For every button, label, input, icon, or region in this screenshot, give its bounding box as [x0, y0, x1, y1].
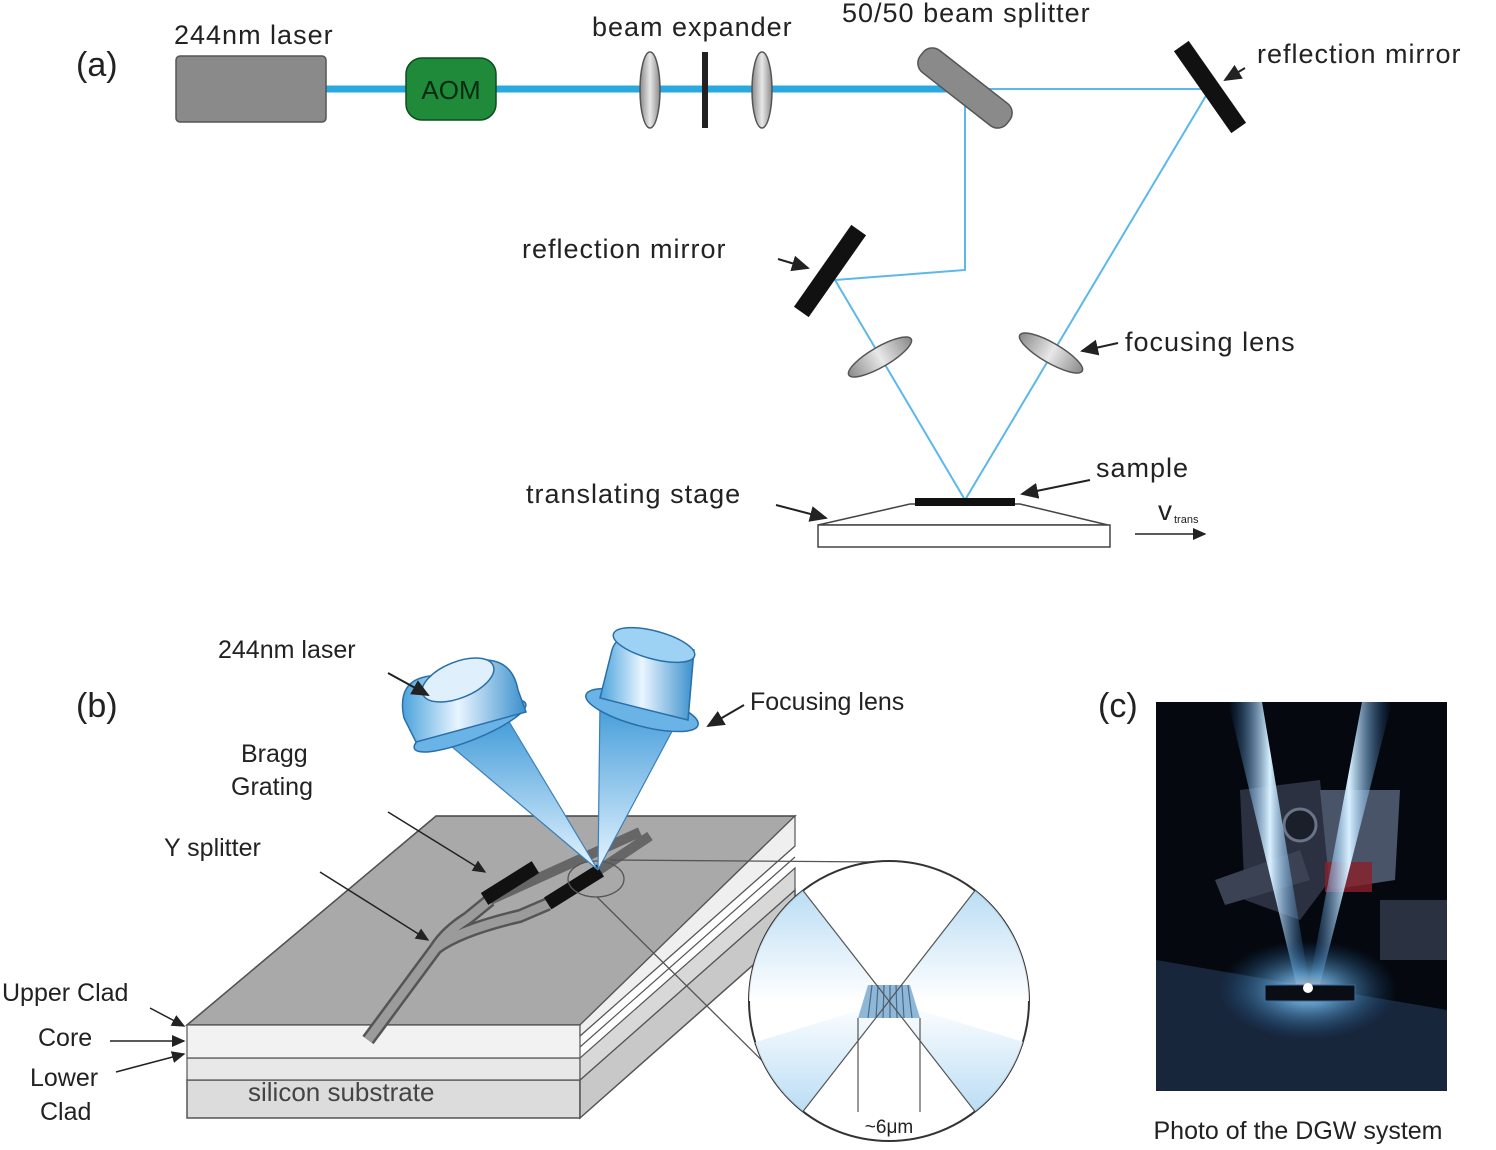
bragg-label-line1: Bragg	[241, 740, 308, 768]
panel-a-tag: (a)	[76, 46, 118, 84]
velocity-subscript: trans	[1174, 514, 1199, 526]
sample-label: sample	[1096, 453, 1189, 483]
laser-label: 244nm laser	[174, 20, 334, 50]
focusing-lens-right	[1018, 332, 1084, 374]
arrow-laser-b	[387, 672, 430, 696]
aom-box	[405, 57, 497, 121]
beam-splitter-label: 50/50 beam splitter	[842, 0, 1091, 28]
y-splitter-label: Y splitter	[164, 834, 261, 862]
upper-clad-side	[579, 814, 796, 1038]
zoom-line-top	[609, 859, 881, 863]
bragg-label-line2: Grating	[231, 773, 313, 801]
expander-lens-1	[639, 51, 661, 129]
velocity-symbol: v	[1158, 495, 1172, 526]
panel-c: (c) Photo of the DGW system	[1098, 687, 1447, 1145]
focusing-lens-left	[847, 336, 913, 378]
aom-label: AOM	[421, 75, 480, 105]
arrow-mirror-left	[777, 255, 810, 272]
panel-b-tag: (b)	[76, 687, 118, 725]
panel-b: (b)	[2, 626, 1030, 1142]
arrow-upper-clad	[149, 1007, 186, 1027]
expander-pinhole	[702, 52, 708, 128]
beam-edge-2	[779, 861, 999, 1141]
chip-back-edge	[186, 815, 437, 1026]
sample	[915, 498, 1015, 506]
arrow-lower-clad	[115, 1051, 186, 1073]
photo-caption: Photo of the DGW system	[1154, 1117, 1443, 1145]
lower-clad-line1: Lower	[30, 1064, 98, 1092]
laser-source-box	[175, 55, 327, 123]
reflection-mirror-right	[1173, 40, 1247, 134]
reflection-mirror-left	[793, 224, 867, 318]
photo-side-block	[1380, 900, 1447, 960]
photo-beam-left	[1228, 702, 1312, 1000]
focusing-lens-label-b: Focusing lens	[750, 688, 904, 716]
substrate-label: silicon substrate	[248, 1077, 434, 1107]
layer-side-core	[579, 856, 796, 1048]
arrow-sample	[1020, 479, 1091, 499]
y-splitter-core	[364, 896, 550, 1043]
reflection-mirror-left-label: reflection mirror	[522, 234, 727, 264]
stage-top	[817, 503, 1109, 526]
focusing-lens-top	[612, 626, 696, 664]
arrow-focusing-lens-b	[706, 704, 745, 728]
layer-side-lower	[579, 866, 796, 1082]
arrow-focusing-lens	[1080, 339, 1119, 356]
core-label: Core	[38, 1024, 92, 1052]
beam-expander	[639, 51, 773, 129]
arrow-bragg	[387, 811, 487, 873]
reflection-mirror-right-label: reflection mirror	[1257, 39, 1462, 69]
photo-beam-right	[1306, 702, 1392, 1000]
focusing-lens-label: focusing lens	[1125, 327, 1296, 357]
bragg-grating-1	[480, 861, 540, 905]
beam-path-left	[833, 105, 966, 501]
translating-stage	[817, 524, 1111, 548]
photo-focus-point	[1303, 983, 1313, 993]
spot-size-label: ~6μm	[865, 1117, 913, 1138]
panel-c-tag: (c)	[1098, 687, 1138, 725]
translating-stage-label: translating stage	[526, 479, 741, 509]
bragg-grating-2	[544, 864, 604, 910]
expander-lens-2	[751, 51, 773, 129]
arrow-y-splitter	[319, 871, 430, 941]
lower-clad-line2: Clad	[40, 1098, 91, 1126]
laser-label-b: 244nm laser	[218, 636, 356, 664]
upper-clad-label: Upper Clad	[2, 979, 128, 1007]
upper-clad-front	[186, 1024, 581, 1059]
interference-fringes	[867, 984, 913, 1019]
beam-expander-label: beam expander	[592, 12, 793, 42]
panel-a: (a) 244nm laser AOM beam expander 50/50 …	[76, 0, 1462, 548]
beam-splitter	[917, 47, 1013, 129]
arrow-stage	[775, 504, 828, 522]
photo-content	[1156, 702, 1447, 1091]
beam-path-right	[950, 88, 1212, 501]
arrow-mirror-right	[1223, 64, 1246, 82]
focus-spot-circle	[567, 860, 625, 898]
photo-lens-ring	[1282, 807, 1318, 843]
